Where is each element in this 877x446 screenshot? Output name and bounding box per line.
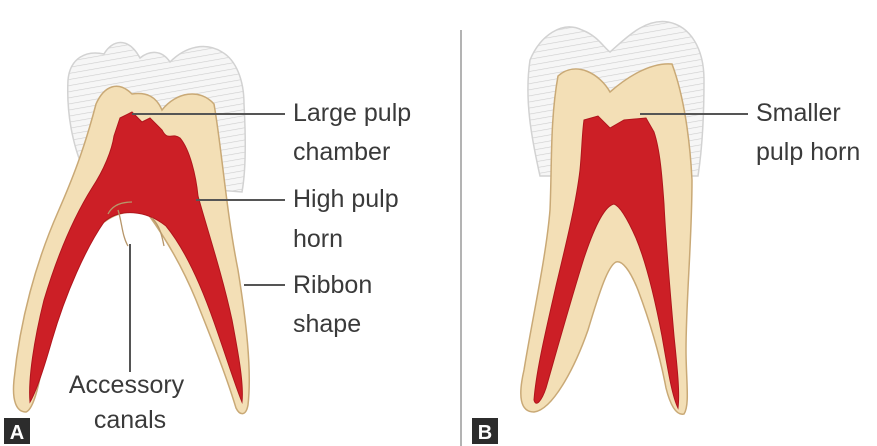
panel-a: Large pulp chamber High pulp horn Ribbon… <box>4 43 418 445</box>
label-high-pulp-horn: High pulp horn <box>293 185 406 253</box>
label-ribbon-shape: Ribbon shape <box>293 271 379 338</box>
label-accessory-canals: Accessory canals <box>69 371 191 434</box>
panel-b-letter: B <box>478 422 492 444</box>
accessory-canal-line-1 <box>118 210 128 246</box>
panel-a-letter: A <box>10 422 24 444</box>
label-large-pulp-chamber: Large pulp chamber <box>293 99 418 166</box>
label-smaller-pulp-horn: Smaller pulp horn <box>756 99 860 166</box>
panel-b: Smaller pulp horn B <box>472 22 860 444</box>
